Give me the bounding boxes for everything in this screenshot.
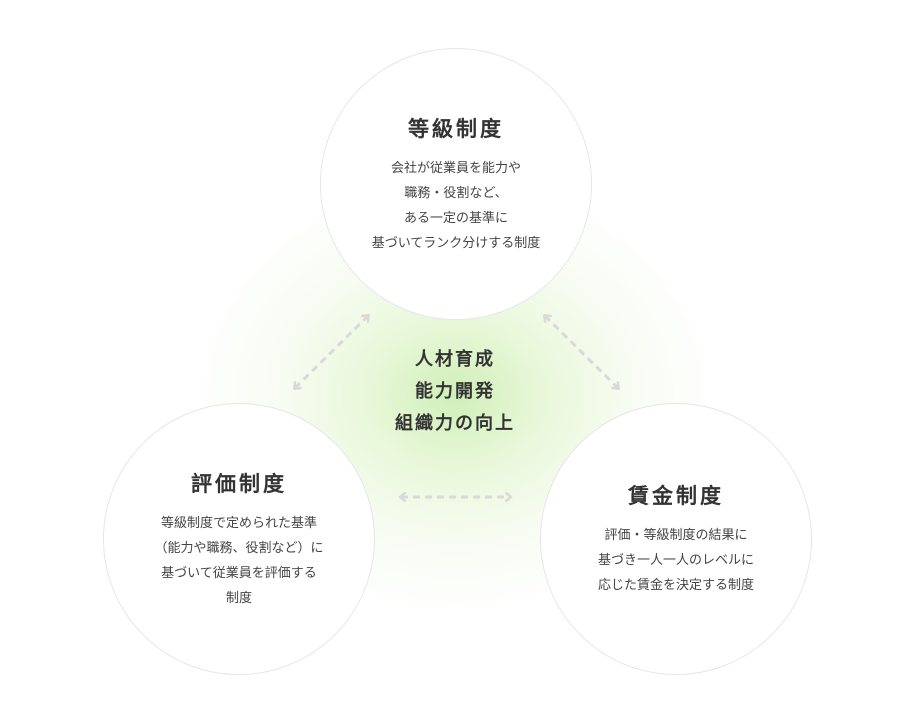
center-goal-line: 能力開発 bbox=[415, 381, 495, 402]
node-description-line: 基づき一人一人のレベルに bbox=[597, 553, 754, 568]
center-goals: 人材育成 能力開発 組織力の向上 bbox=[355, 344, 555, 440]
node-description-line: 基づいて従業員を評価する bbox=[161, 565, 317, 581]
node-evaluation-system: 評価制度 等級制度で定められた基準 （能力や職務、役割など）に 基づいて従業員を… bbox=[103, 403, 375, 675]
node-grade-system: 等級制度 会社が従業員を能力や 職務・役割など、 ある一定の基準に 基づいてラン… bbox=[320, 48, 592, 320]
node-title: 等級制度 bbox=[408, 116, 504, 141]
arrow-top-left bbox=[295, 316, 368, 388]
node-description-line: 等級制度で定められた基準 bbox=[160, 515, 317, 531]
node-description: 会社が従業員を能力や 職務・役割など、 ある一定の基準に 基づいてランク分けする… bbox=[372, 156, 541, 256]
node-description-line: ある一定の基準に bbox=[403, 210, 508, 226]
center-goal-line: 人材育成 bbox=[415, 349, 495, 370]
center-goal-line: 組織力の向上 bbox=[395, 413, 515, 434]
node-description-line: 職務・役割など、 bbox=[404, 185, 508, 201]
node-description-line: （能力や職務、役割など）に bbox=[154, 540, 324, 556]
node-description-line: 評価・等級制度の結果に bbox=[604, 528, 748, 543]
node-description: 等級制度で定められた基準 （能力や職務、役割など）に 基づいて従業員を評価する … bbox=[154, 511, 323, 611]
node-title: 評価制度 bbox=[191, 471, 287, 496]
node-title: 賃金制度 bbox=[628, 484, 724, 508]
node-description-line: 会社が従業員を能力や bbox=[390, 160, 521, 176]
node-wage-system: 賃金制度 評価・等級制度の結果に 基づき一人一人のレベルに 応じた賃金を決定する… bbox=[540, 403, 812, 675]
node-description: 評価・等級制度の結果に 基づき一人一人のレベルに 応じた賃金を決定する制度 bbox=[598, 523, 754, 598]
node-description-line: 応じた賃金を決定する制度 bbox=[597, 578, 754, 593]
node-description-line: 制度 bbox=[225, 590, 252, 606]
arrow-top-right bbox=[545, 316, 618, 388]
node-description-line: 基づいてランク分けする制度 bbox=[371, 235, 541, 251]
